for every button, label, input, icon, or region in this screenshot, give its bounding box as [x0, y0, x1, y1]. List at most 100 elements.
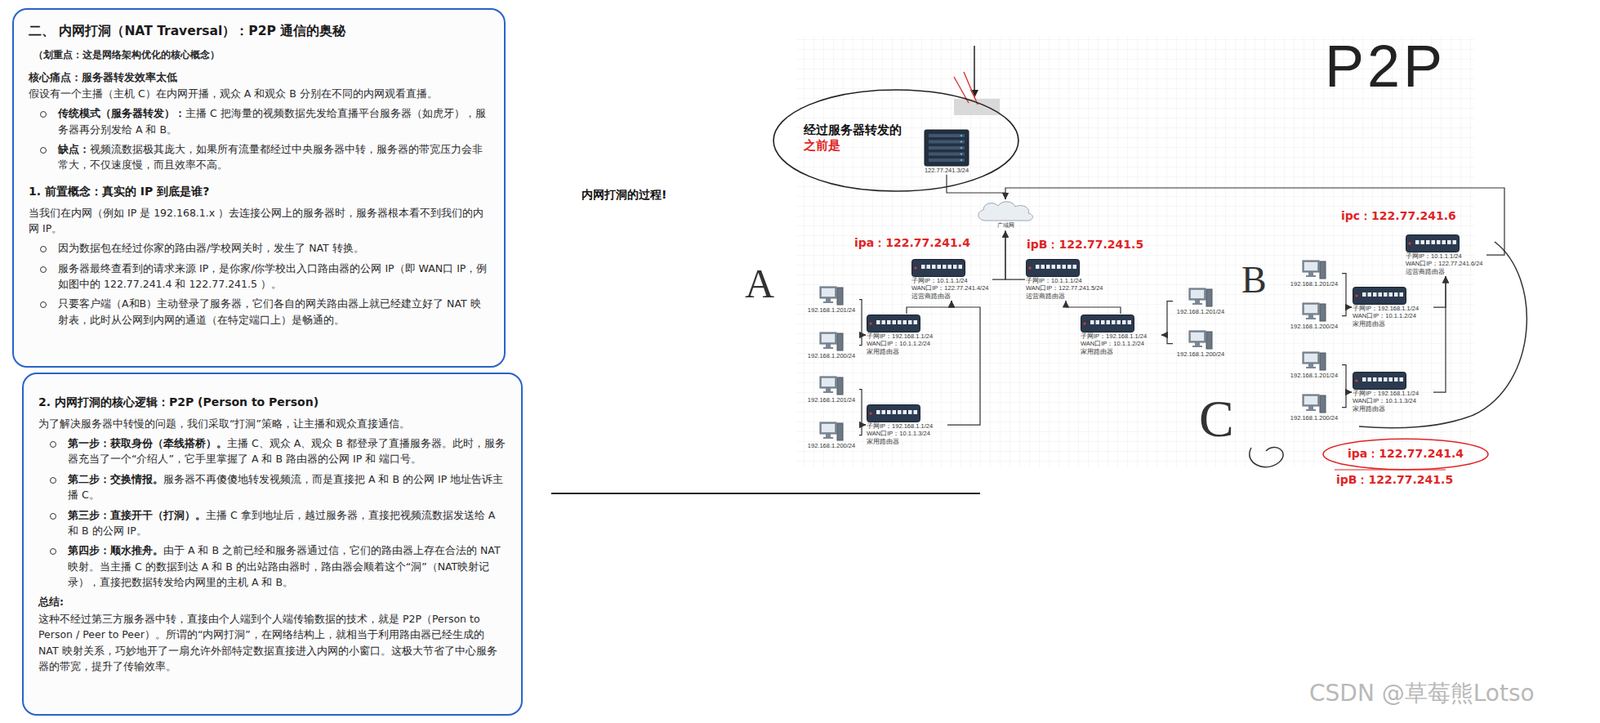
paragraph: 为了解决服务器中转慢的问题，我们采取“打洞”策略，让主播和观众直接通信。 — [38, 415, 507, 432]
connector — [947, 300, 981, 425]
node-text: 总结: — [38, 595, 64, 608]
stand — [1308, 271, 1314, 276]
router-port — [1378, 377, 1383, 382]
node-text: 192.168.1.201/24 — [1173, 307, 1228, 316]
base — [1192, 345, 1203, 348]
screen — [821, 423, 835, 433]
connector — [1161, 301, 1173, 335]
tower — [1206, 289, 1213, 307]
router-port — [1046, 264, 1051, 269]
paragraph: 第二步：交换情报。服务器不再傻傻地转发视频流，而是直接把 A 和 B 的公网 I… — [38, 471, 507, 504]
router-led — [1028, 266, 1031, 269]
node-text: WAN口IP：122.77.241.6/24 — [1405, 259, 1486, 268]
node-text: 之前是 — [803, 138, 902, 154]
router-icon — [1352, 371, 1407, 390]
tower — [1319, 395, 1326, 413]
server-bay — [928, 133, 965, 138]
paragraph: 传统模式（服务器转发）：主播 C 把海量的视频数据先发给直播平台服务器（如虎牙）… — [28, 105, 490, 138]
monitor — [820, 332, 837, 344]
router-port — [913, 410, 919, 415]
stand — [1308, 314, 1314, 318]
router-port — [876, 410, 881, 415]
router-port — [1106, 320, 1111, 325]
router-led — [1083, 321, 1086, 325]
router-port — [937, 264, 942, 269]
host-node: 192.168.1.201/24 — [1172, 285, 1229, 317]
paragraph: （划重点：这是网络架构优化的核心概念） — [33, 47, 490, 63]
annotation-label: ipa：122.77.241.4 — [854, 236, 971, 251]
host-icon — [819, 285, 844, 307]
router-port — [913, 320, 919, 325]
annotation-label: ipB：122.77.241.5 — [1336, 472, 1453, 488]
stand — [1308, 405, 1314, 410]
bullet — [40, 266, 47, 273]
node-text: 子网IP：10.1.1.1/24 — [911, 276, 992, 285]
node-text: WAN口IP：10.1.1.3/24 — [1352, 396, 1433, 405]
screen — [1304, 353, 1318, 362]
router-body — [912, 259, 966, 277]
node-text: 192.168.1.200/24 — [804, 352, 859, 360]
router-port — [1056, 264, 1061, 269]
router-node: 子网IP：192.168.1.1/24WAN口IP：10.1.1.2/24家用路… — [1079, 313, 1162, 357]
host-icon — [819, 330, 844, 353]
router-port — [958, 264, 963, 269]
router-port — [1122, 320, 1127, 325]
tower — [837, 333, 843, 351]
router-port — [908, 410, 913, 415]
host-node: 192.168.1.201/24 — [803, 374, 860, 405]
screen — [821, 288, 835, 297]
router-port — [1442, 240, 1447, 245]
node-text: 服务器最终查看到的请求来源 IP，是你家/你学校出入口路由器的公网 IP（即 W… — [57, 262, 487, 290]
router-icon — [911, 258, 966, 277]
router-led — [869, 411, 872, 415]
tower — [837, 377, 843, 395]
text-panel: 2. 内网打洞的核心逻辑：P2P (Person to Person)为了解决服… — [22, 372, 523, 716]
router-led — [1408, 241, 1411, 245]
router-port — [1372, 292, 1378, 297]
connector — [906, 300, 952, 314]
node-text: WAN口IP：122.77.241.5/24 — [1025, 284, 1106, 292]
base — [823, 301, 834, 304]
host-node: 192.168.1.201/24 — [803, 284, 860, 315]
router-port — [1436, 240, 1441, 245]
router-port — [931, 264, 936, 269]
connector — [859, 389, 866, 425]
base — [1305, 317, 1316, 320]
node-text: 运营商路由器 — [1025, 292, 1106, 300]
host-node: 192.168.1.200/24 — [803, 329, 860, 361]
node-text: 192.168.1.200/24 — [1173, 350, 1228, 358]
node-text: 核心痛点：服务器转发效率太低 — [28, 71, 178, 84]
router-node: 子网IP：10.1.1.1/24WAN口IP：122.77.241.6/24运营… — [1404, 233, 1487, 277]
stand — [825, 343, 831, 348]
node-text: 192.168.1.200/24 — [1287, 322, 1342, 330]
red-scribble — [953, 71, 978, 105]
stand — [825, 298, 831, 302]
screen — [1190, 289, 1204, 299]
host-icon — [1188, 286, 1213, 308]
node-text: 子网IP：192.168.1.1/24 — [1352, 304, 1433, 312]
router-port — [892, 320, 897, 325]
node-text: WAN口IP：10.1.1.3/24 — [866, 429, 947, 437]
server-node: 122.77.241.3/24 — [918, 129, 976, 175]
router-port — [882, 410, 887, 415]
cloud-shape — [978, 201, 1034, 221]
screen — [1304, 396, 1318, 405]
base — [823, 347, 834, 349]
monitor — [1189, 330, 1206, 343]
text-panel: 二、 内网打洞（NAT Traversal）：P2P 通信的奥秘（划重点：这是网… — [12, 8, 506, 368]
monitor — [820, 422, 837, 434]
router-body — [1353, 372, 1407, 390]
host-icon — [1301, 258, 1327, 281]
bullet — [40, 301, 47, 308]
node-text: 192.168.1.201/24 — [804, 396, 859, 404]
monitor — [1302, 260, 1320, 272]
router-icon — [1025, 258, 1080, 277]
node-text: 子网IP：192.168.1.1/24 — [1352, 389, 1433, 397]
bullet — [40, 111, 47, 118]
node-text: 192.168.1.200/24 — [1287, 414, 1342, 422]
router-port — [1035, 264, 1040, 269]
server-bay — [928, 158, 965, 162]
server-led — [960, 153, 963, 156]
router-port — [1394, 377, 1399, 382]
